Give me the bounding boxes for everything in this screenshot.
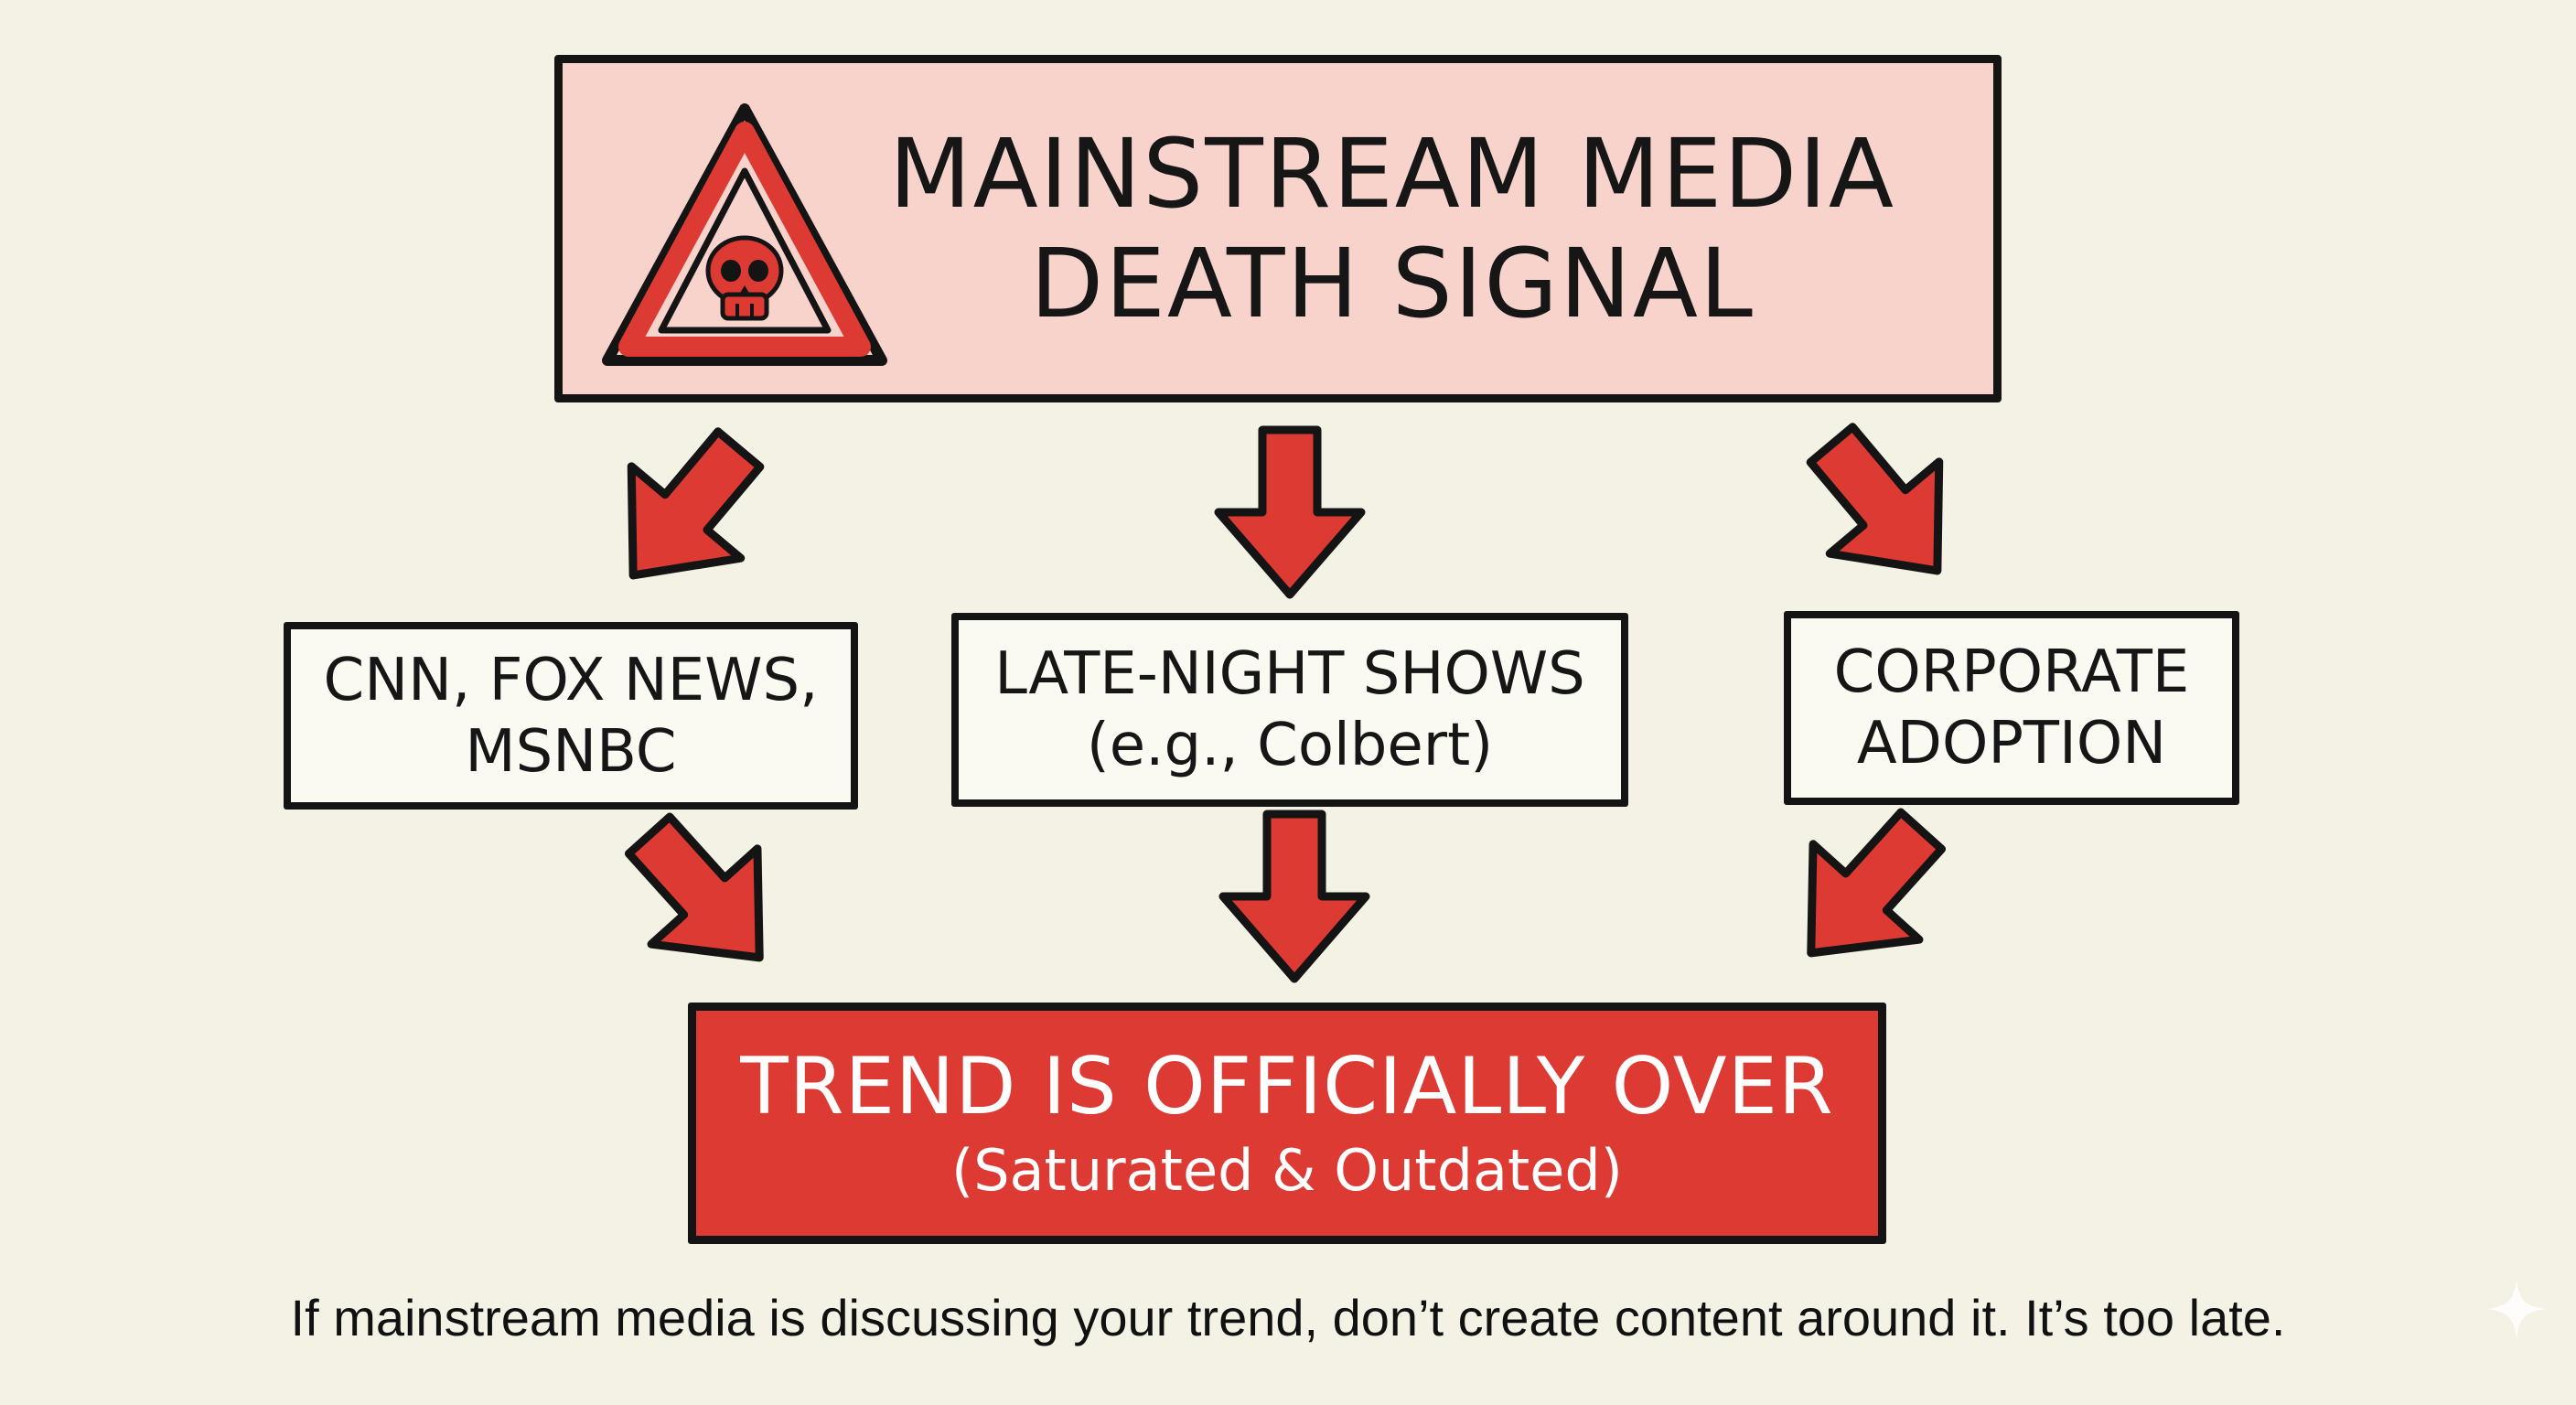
signal-cnn-line-1: CNN, FOX NEWS,	[323, 646, 819, 714]
warning-triangle-skull-icon	[602, 103, 887, 366]
signal-late-night-line-1: LATE-NIGHT SHOWS	[994, 640, 1585, 708]
result-main-text: TREND IS OFFICIALLY OVER	[740, 1041, 1834, 1132]
title-box: MAINSTREAM MEDIA DEATH SIGNAL	[554, 55, 2002, 402]
title-line-2: DEATH SIGNAL	[1030, 228, 1755, 339]
arrow-cnn-to-result	[596, 788, 812, 1005]
signal-corporate-line-2: ADOPTION	[1856, 710, 2167, 778]
result-sub-text: (Saturated & Outdated)	[951, 1137, 1623, 1204]
arrow-late-night-to-result	[1223, 814, 1366, 979]
title-text: MAINSTREAM MEDIA DEATH SIGNAL	[828, 63, 1957, 394]
signal-box-corporate: CORPORATE ADOPTION	[1784, 611, 2239, 805]
signal-box-late-night: LATE-NIGHT SHOWS (e.g., Colbert)	[951, 613, 1628, 807]
arrow-title-to-late-night	[1218, 430, 1361, 595]
title-line-1: MAINSTREAM MEDIA	[888, 118, 1896, 230]
caption-text: If mainstream media is discussing your t…	[290, 1289, 2286, 1346]
arrow-corporate-to-result	[1758, 783, 1974, 1001]
sparkle-icon	[2486, 1279, 2547, 1339]
signal-cnn-line-2: MSNBC	[465, 717, 677, 786]
arrow-title-to-cnn	[578, 403, 793, 621]
signal-box-cnn: CNN, FOX NEWS, MSNBC	[284, 622, 858, 810]
signal-late-night-line-2: (e.g., Colbert)	[1086, 712, 1494, 779]
result-box: TREND IS OFFICIALLY OVER (Saturated & Ou…	[688, 1003, 1886, 1244]
signal-corporate-line-1: CORPORATE	[1833, 638, 2190, 706]
arrow-title-to-corporate	[1776, 399, 1991, 617]
